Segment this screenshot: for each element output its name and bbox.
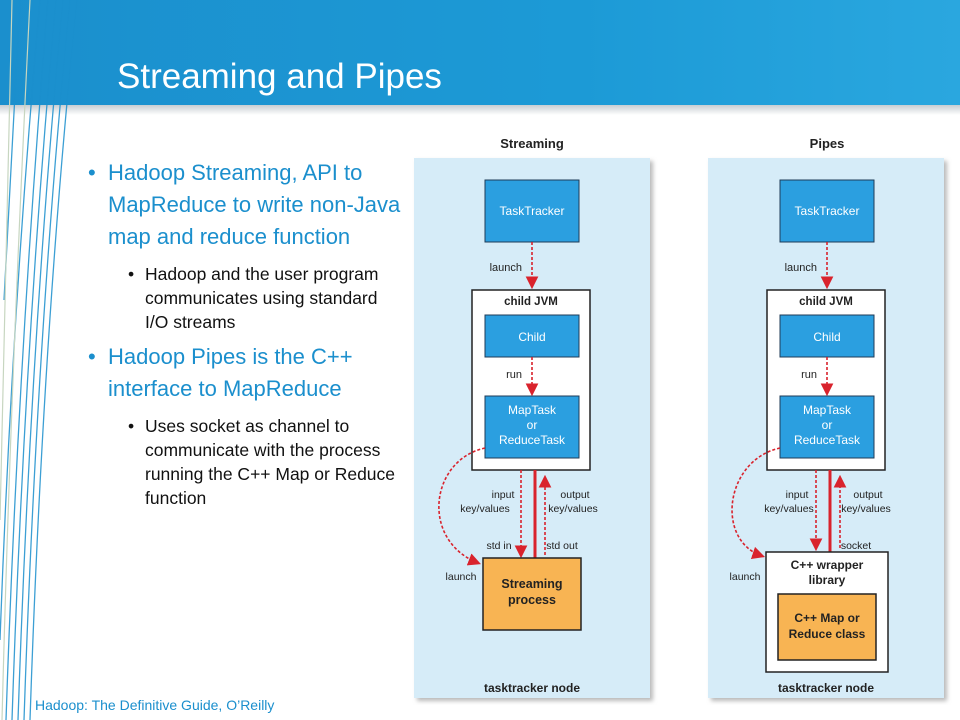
- pipes-maptask-line2: or: [822, 418, 833, 432]
- pipes-child-label: Child: [813, 330, 840, 344]
- pipes-node-label: tasktracker node: [778, 681, 874, 695]
- pipes-cpp-class-line2: Reduce class: [789, 627, 866, 641]
- pipes-launch-wrapper-label: launch: [730, 571, 761, 583]
- streaming-maptask-line3: ReduceTask: [499, 433, 566, 447]
- streaming-input-label1: input: [492, 489, 515, 501]
- pipes-child-jvm-label: child JVM: [799, 296, 853, 308]
- pipes-input-label2: key/values: [764, 503, 814, 515]
- streaming-output-label1: output: [560, 489, 589, 501]
- streaming-maptask-box: [484, 395, 580, 459]
- streaming-run-label: run: [506, 369, 522, 381]
- streaming-launch-process-label: launch: [446, 571, 477, 583]
- streaming-pipes-diagram: Streaming TaskTracker launch child JVM C…: [414, 136, 944, 698]
- pipes-heading: Pipes: [810, 136, 845, 151]
- title-banner: [0, 0, 960, 105]
- source-citation: Hadoop: The Definitive Guide, O’Reilly: [35, 697, 275, 713]
- pipes-launch-wrapper-arrow: [731, 447, 781, 559]
- streaming-stdout-label: std out: [546, 540, 578, 552]
- pipes-wrapper-line1: C++ wrapper: [791, 558, 864, 572]
- pipes-output-label1: output: [853, 489, 882, 501]
- bullet-streaming: Hadoop Streaming, API to MapReduce to wr…: [88, 157, 403, 253]
- pipes-tasktracker-box: [779, 179, 875, 243]
- streaming-tasktracker-label: TaskTracker: [500, 204, 565, 218]
- sub-bullet-streaming: Hadoop and the user program communicates…: [128, 262, 403, 334]
- streaming-launch-label: launch: [490, 262, 522, 274]
- streaming-input-label2: key/values: [460, 503, 510, 515]
- pipes-run-label: run: [801, 369, 817, 381]
- sub-bullet-pipes: Uses socket as channel to communicate wi…: [128, 414, 403, 510]
- banner-shadow: [0, 105, 960, 115]
- streaming-heading: Streaming: [500, 136, 564, 151]
- bullet-list: Hadoop Streaming, API to MapReduce to wr…: [88, 150, 403, 514]
- streaming-process-line1: Streaming: [501, 577, 562, 591]
- pipes-wrapper-line2: library: [809, 573, 846, 587]
- pipes-panel: Pipes TaskTracker launch child JVM Child…: [708, 136, 944, 698]
- pipes-output-label2: key/values: [841, 503, 891, 515]
- decorative-vertical-lines: [0, 0, 78, 720]
- streaming-child-jvm-label: child JVM: [504, 296, 558, 308]
- pipes-child-box: [779, 314, 875, 358]
- pipes-maptask-line3: ReduceTask: [794, 433, 861, 447]
- pipes-maptask-line1: MapTask: [803, 403, 852, 417]
- streaming-node-label: tasktracker node: [484, 681, 580, 695]
- pipes-cpp-class-line1: C++ Map or: [794, 611, 860, 625]
- slide-title: Streaming and Pipes: [117, 57, 442, 96]
- streaming-launch-process-arrow: [438, 447, 486, 566]
- pipes-launch-label: launch: [785, 262, 817, 274]
- streaming-maptask-line1: MapTask: [508, 403, 557, 417]
- pipes-tasktracker-label: TaskTracker: [795, 204, 860, 218]
- streaming-maptask-line2: or: [527, 418, 538, 432]
- streaming-panel: Streaming TaskTracker launch child JVM C…: [414, 136, 650, 698]
- pipes-cpp-class-box: [777, 593, 877, 661]
- pipes-socket-label: socket: [841, 540, 871, 552]
- streaming-stdin-label: std in: [486, 540, 511, 552]
- pipes-maptask-box: [779, 395, 875, 459]
- pipes-input-label1: input: [786, 489, 809, 501]
- streaming-process-line2: process: [508, 593, 556, 607]
- streaming-child-box: [484, 314, 580, 358]
- streaming-child-label: Child: [518, 330, 545, 344]
- streaming-process-box: [482, 557, 582, 631]
- streaming-output-label2: key/values: [548, 503, 598, 515]
- bullet-pipes: Hadoop Pipes is the C++ interface to Map…: [88, 341, 403, 405]
